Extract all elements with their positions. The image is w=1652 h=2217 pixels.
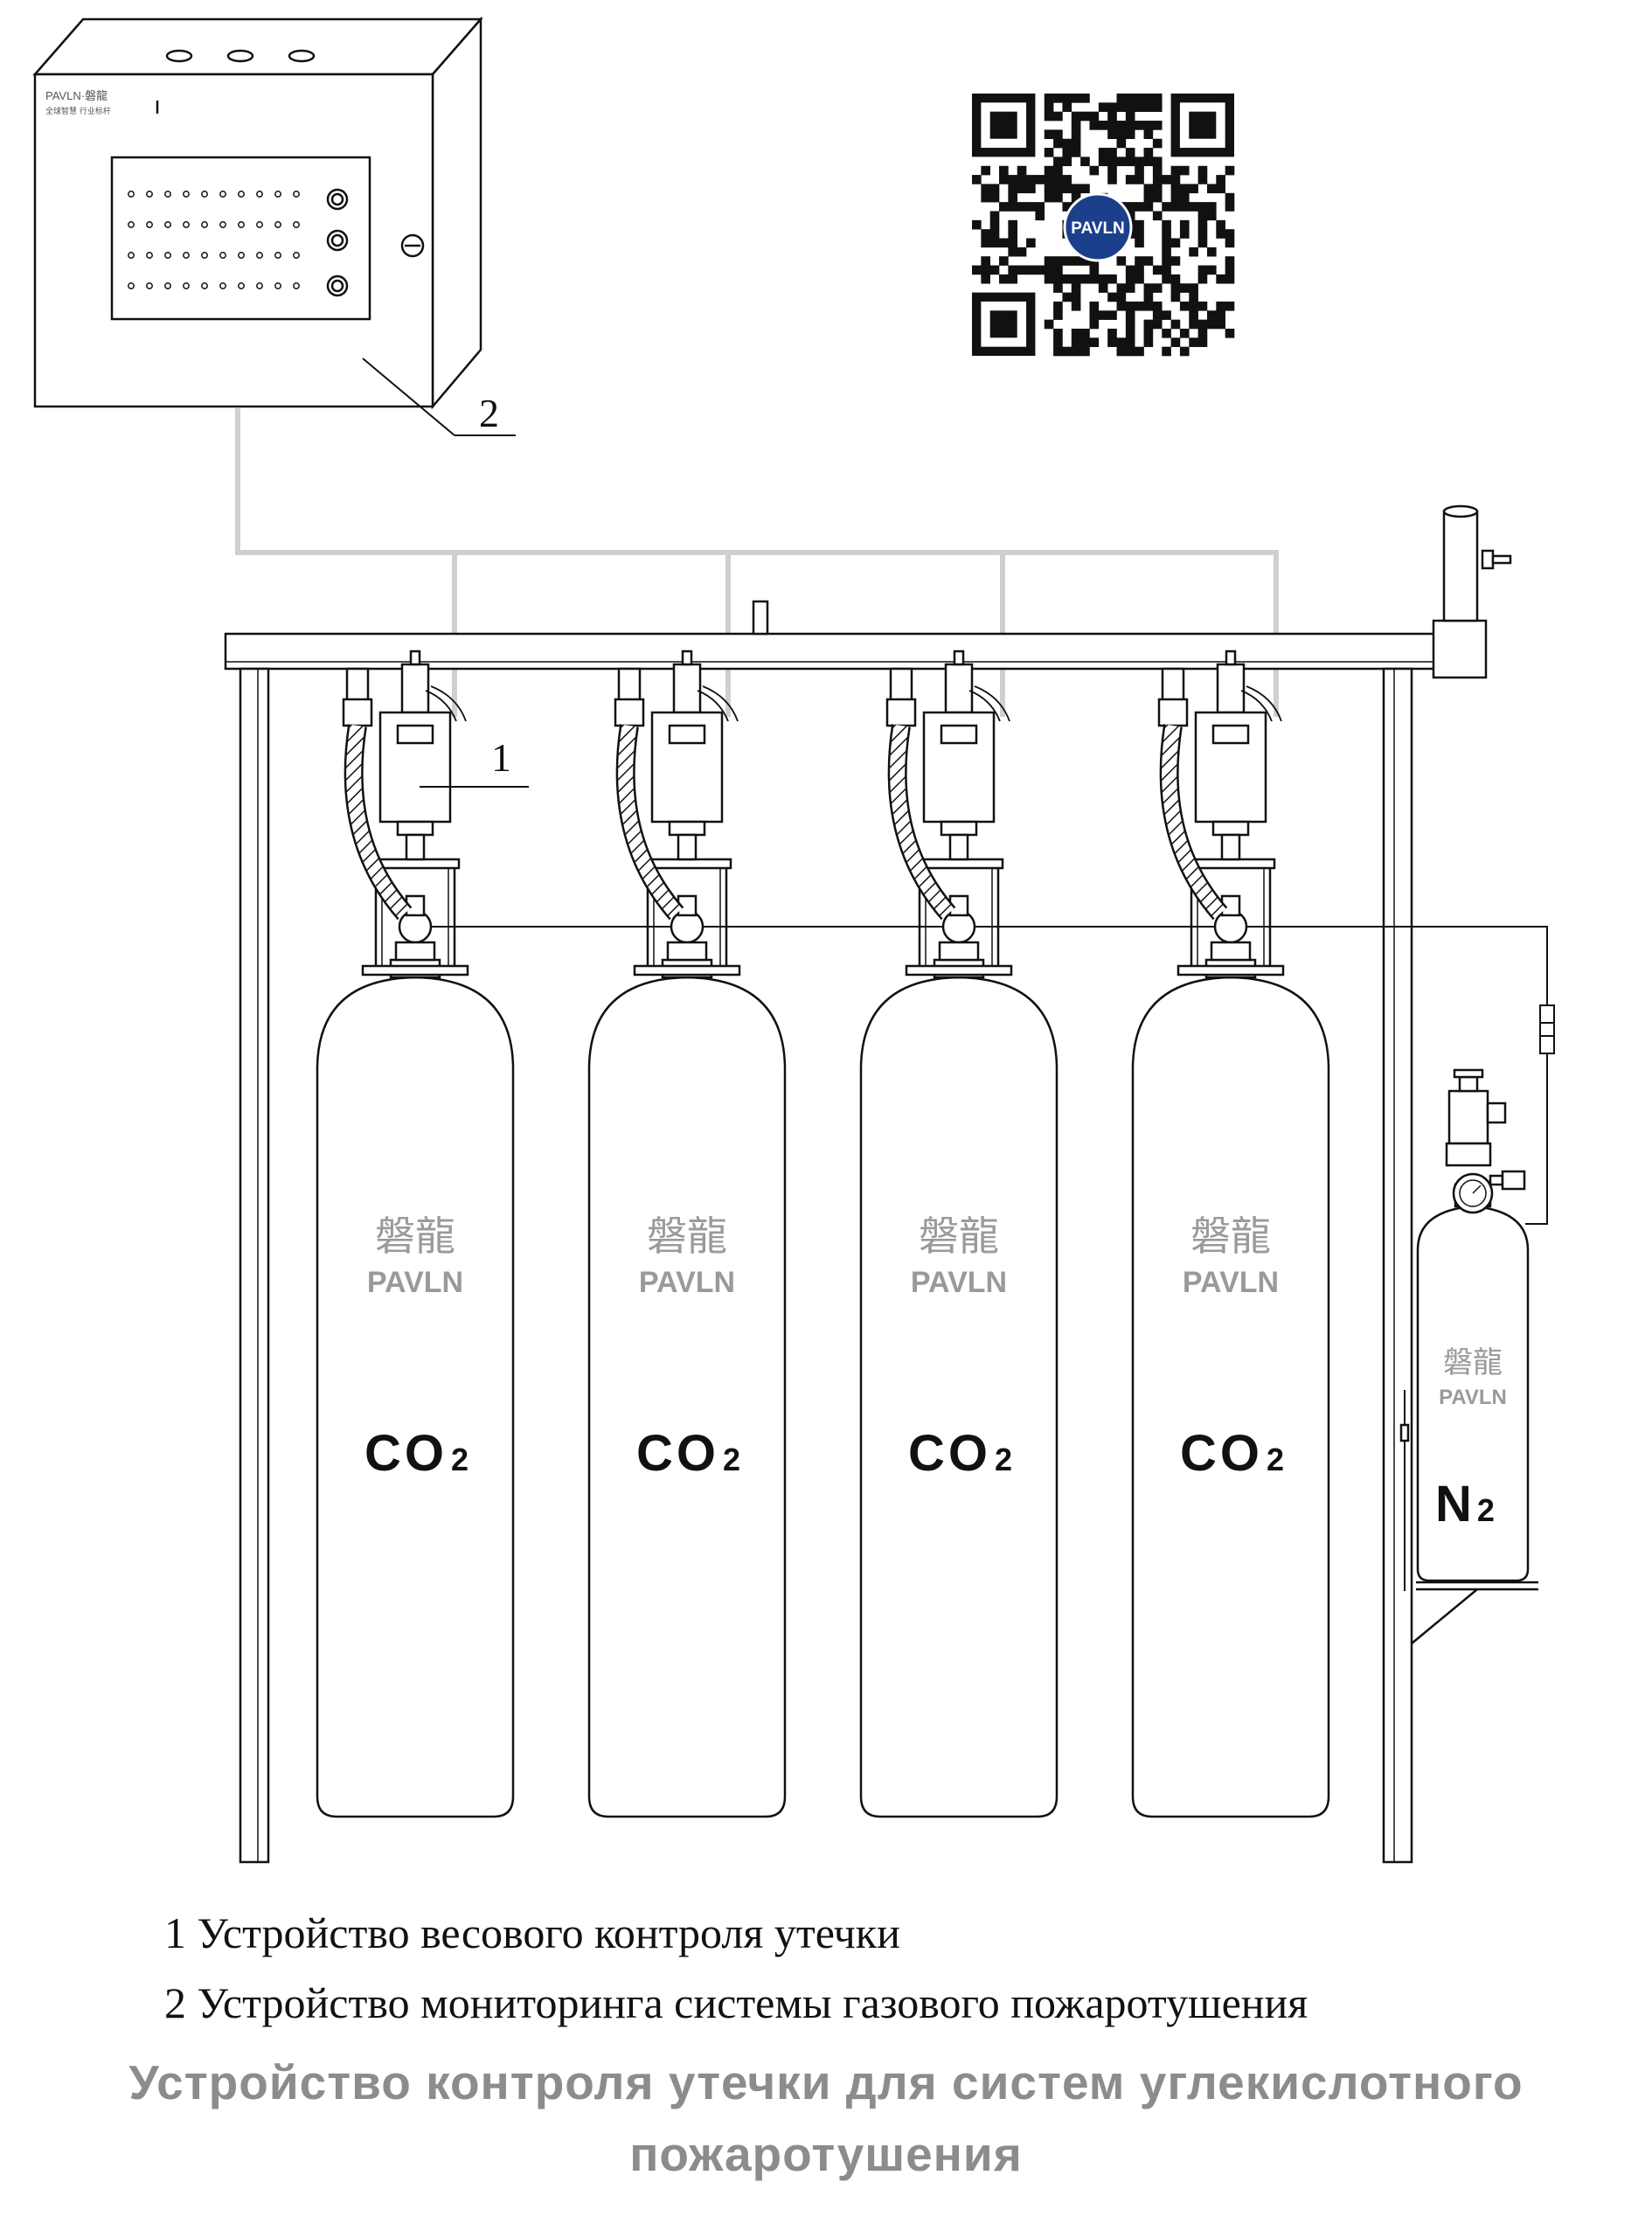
n2-cylinder [1416,1068,1530,1582]
led-dot [201,252,208,259]
n2-brand-en: PAVLN [1439,1386,1507,1409]
co2-cylinder-1 [316,650,515,1818]
led-dot [293,282,300,289]
led-dot [128,191,135,198]
led-dot [256,191,263,198]
led-dot [219,282,226,289]
led-dot [201,282,208,289]
led-dot [274,252,281,259]
pilot-check-valve [1539,1004,1555,1054]
n2-brand-cn: 磐龍 [1443,1345,1503,1380]
co2-cylinder-2 [587,650,787,1818]
indicator-led-grid [128,191,300,289]
cabinet-slogan: 全球智慧 行业标杆 [45,106,111,116]
led-dot [238,191,245,198]
led-dot [256,252,263,259]
cylinder-brand-cn: 磐龍 [1190,1213,1271,1260]
legend-item-1: 1 Устройство весового контроля утечки [164,1908,900,1957]
cabinet-brand: PAVLN·磐龍 [45,89,108,102]
cylinder-brand-en: PAVLN [911,1266,1007,1299]
led-dot [293,191,300,198]
callout-2-leader [362,358,516,436]
cylinder-brand-en: PAVLN [639,1266,735,1299]
cylinder-brand-en: PAVLN [367,1266,463,1299]
led-dot [256,221,263,228]
led-dot [128,282,135,289]
led-dot [164,282,171,289]
led-dot [219,252,226,259]
led-dot [293,221,300,228]
led-dot [219,191,226,198]
co2-cylinder-4 [1131,650,1330,1818]
led-dot [128,252,135,259]
co2-cylinder-3 [859,650,1059,1818]
led-dot [219,221,226,228]
led-dot [183,191,190,198]
led-dot [238,221,245,228]
cylinder-brand-cn: 磐龍 [647,1213,727,1260]
monitoring-cabinet [32,16,483,410]
led-dot [274,282,281,289]
led-dot [164,221,171,228]
callout-2-number: 2 [479,391,499,435]
led-dot [274,191,281,198]
led-dot [201,191,208,198]
led-dot [146,282,153,289]
led-dot [238,252,245,259]
callout-1-number: 1 [491,735,511,780]
legend-item-2: 2 Устройство мониторинга системы газовог… [164,1978,1308,2027]
cylinder-brand-en: PAVLN [1183,1266,1279,1299]
led-dot [146,221,153,228]
signal-cables [235,408,1279,717]
qr-logo-text: PAVLN [1071,219,1125,238]
led-dot [183,282,190,289]
caption-line-2: пожаротушения [629,2127,1023,2181]
led-dot [164,252,171,259]
led-dot [256,282,263,289]
led-dot [201,221,208,228]
qr-logo-circle [1063,192,1133,262]
led-dot [183,221,190,228]
led-dot [238,282,245,289]
cylinder-brand-cn: 磐龍 [375,1213,455,1260]
caption-line-1: Устройство контроля утечки для систем уг… [128,2055,1524,2109]
cylinder-brand-cn: 磐龍 [919,1213,999,1260]
rack-frame [224,504,1538,1864]
led-dot [128,221,135,228]
led-dot [183,252,190,259]
led-dot [164,191,171,198]
led-dot [146,252,153,259]
led-dot [274,221,281,228]
led-dot [293,252,300,259]
led-dot [146,191,153,198]
